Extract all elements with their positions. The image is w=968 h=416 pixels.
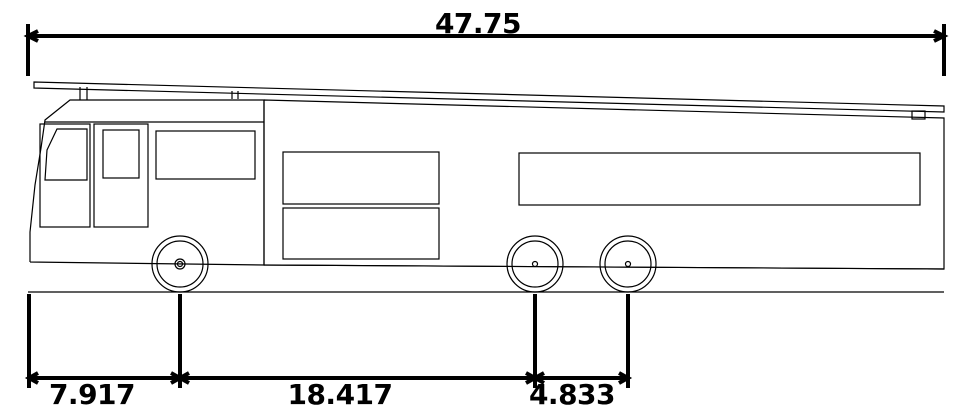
overall-length-dimension: 47.75: [23, 7, 949, 76]
crew-cab-window: [155, 130, 256, 180]
truck-body: [29, 99, 945, 270]
rear-cab-door: [93, 123, 149, 228]
rear-wheel-2: [599, 235, 657, 293]
front-door: [39, 123, 91, 228]
compartment-upper-left: [282, 151, 440, 205]
bottom-dimensions: 7.917 18.417 4.833: [24, 294, 633, 411]
rear-body-outline: [263, 99, 945, 270]
cab-outline: [29, 99, 265, 266]
overall-length-left-arrow: [23, 29, 39, 43]
front-overhang-label: 7.917: [49, 378, 135, 411]
rear-wheel-1: [506, 235, 564, 293]
overall-length-right-arrow: [933, 29, 949, 43]
aerial-ladder: [33, 81, 945, 120]
windshield: [44, 128, 88, 181]
ladder-boom: [33, 81, 945, 113]
wheelbase-label: 18.417: [287, 378, 392, 411]
compartment-long-right: [518, 152, 921, 206]
overall-length-label: 47.75: [435, 7, 521, 40]
compartment-lower-left: [282, 207, 440, 260]
tandem-spacing-label: 4.833: [529, 378, 615, 411]
cab-door-window: [102, 129, 140, 179]
